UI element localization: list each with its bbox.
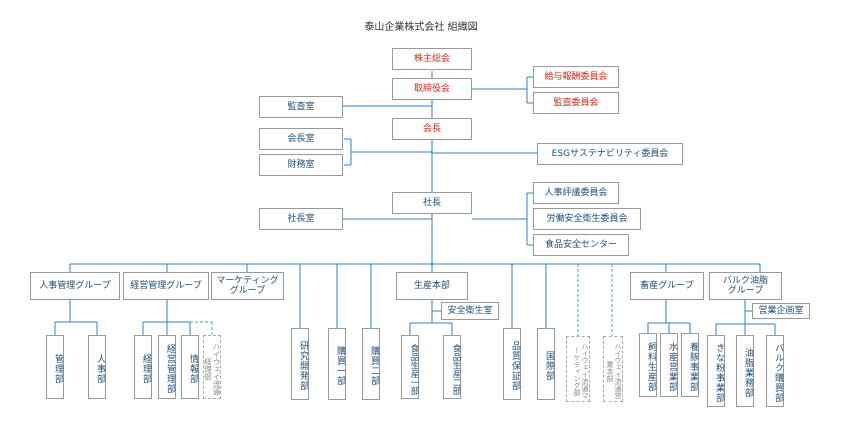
food-safety-box: 食品安全センター (533, 234, 629, 256)
qa-dept-box: 品質保証部 (503, 328, 521, 400)
shareholders-box: 株主総会 (392, 48, 472, 70)
intl-dept-box: 国際部 (537, 328, 555, 400)
hiway-marketing-box: ハイウェイ流通マーケティング部 (566, 336, 590, 402)
president-office-box: 社長室 (259, 208, 343, 230)
labor-safety-box: 労働安全衛生委員会 (533, 208, 641, 230)
food-prod1-box: 食品生産一部 (401, 335, 419, 399)
rnd-dept-box: 研究開発部 (291, 328, 309, 400)
hr-review-box: 人事評議委員会 (533, 182, 619, 204)
safety-office-box: 安全衛生室 (441, 302, 499, 320)
chairman-office-box: 会長室 (259, 128, 343, 150)
accounting-dept-box: 経理部 (134, 335, 152, 399)
oil-dept-box: 油脂業務部 (736, 335, 754, 407)
hiway-accounting-box: ハイウェイ流通経理部 (203, 335, 221, 399)
chairman-box: 会長 (392, 118, 472, 140)
page-title: 泰山企業株式会社 組織図 (364, 22, 478, 33)
board-box: 取締役会 (392, 78, 472, 100)
flour-dept-box: きな粉事業部 (707, 335, 725, 407)
comp-committee-box: 給与報酬委員会 (533, 66, 619, 88)
livestock-group-box: 畜産グループ (630, 272, 704, 300)
bulk-purchase-box: バルク購買部 (766, 335, 784, 407)
mgmt-admin-dept-box: 経営管理部 (158, 335, 176, 399)
hr-group-box: 人事管理グループ (30, 272, 120, 300)
marketing-group-box: マーケティング グループ (211, 272, 284, 300)
mgmt-group-box: 経営管理グループ (123, 272, 209, 300)
aqua-sales-box: 水産営業部 (660, 333, 678, 397)
personnel-dept-box: 人事部 (88, 335, 106, 399)
info-dept-box: 情報部 (181, 335, 199, 399)
audit-committee-box: 監査委員会 (533, 92, 619, 114)
bulk-group-box: バルク油脂 グループ (709, 272, 782, 300)
president-box: 社長 (392, 192, 472, 214)
production-hq-box: 生産本部 (396, 272, 468, 300)
finance-box: 財務室 (259, 154, 343, 176)
esg-box: ESGサステナビリティ委員会 (537, 143, 683, 165)
purchase1-box: 購買一部 (328, 328, 346, 400)
audit-office-box: 監査室 (259, 96, 343, 118)
hiway-sales-box: ハイウェイ流通営業本部 (603, 336, 623, 402)
food-prod2-box: 食品生産二部 (443, 335, 461, 399)
admin-dept-box: 管理部 (46, 335, 64, 399)
feed-prod-box: 飼料生産部 (639, 333, 657, 397)
purchase2-box: 購買二部 (362, 328, 380, 400)
sales-planning-box: 営業企画室 (752, 303, 810, 319)
swine-dept-box: 養豚事業部 (681, 333, 699, 397)
